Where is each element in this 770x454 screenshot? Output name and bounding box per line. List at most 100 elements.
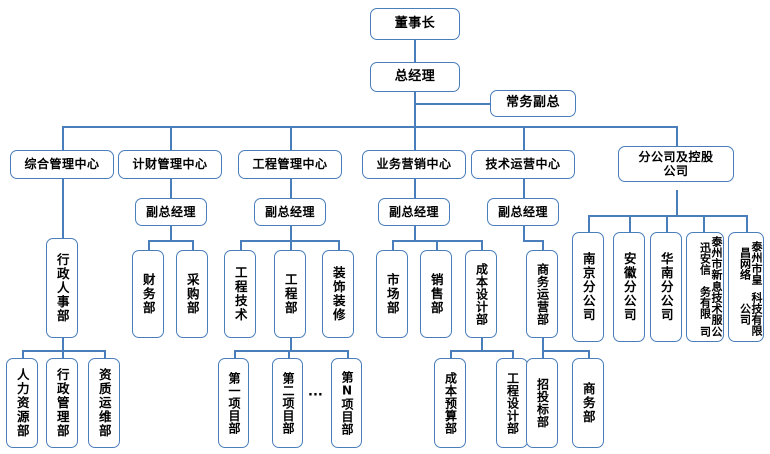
connector-deputy3-market <box>392 240 394 250</box>
center-business-marketing[interactable]: 业务营销中心 <box>362 150 466 179</box>
connector-main-bus <box>62 126 676 128</box>
connector-center1-adminhr <box>62 178 64 238</box>
node-general-manager[interactable]: 总经理 <box>370 62 460 92</box>
dept-cost-design[interactable]: 成本设计部 <box>465 250 497 338</box>
center-branches-holding[interactable]: 分公司及控股 公司 <box>618 146 734 182</box>
connector-branch-xinxunan <box>703 215 705 232</box>
connector-center5-deputy <box>523 178 525 198</box>
branch-xinxunan-col1: 泰州市新迅安信 <box>698 236 723 281</box>
connector-deputy3-drop <box>414 226 416 240</box>
branch-nanjing[interactable]: 南京分公司 <box>572 232 604 342</box>
deputy-manager-marketing[interactable]: 副总经理 <box>378 198 450 226</box>
connector-bizops-business <box>588 350 590 358</box>
branch-xinxunan-info-tech[interactable]: 泰州市新迅安信 息技术服务有限 公司 <box>686 232 724 342</box>
dept-engineering[interactable]: 工程部 <box>274 250 306 338</box>
connector-center2-deputy <box>170 178 172 198</box>
branch-huangchang-col2: 科技有限公司 <box>738 292 763 337</box>
connector-branch-huanan <box>666 215 668 232</box>
deputy-manager-finance[interactable]: 副总经理 <box>135 198 207 226</box>
connector-deputy2-eng <box>290 240 292 250</box>
connector-gm-bus <box>414 91 416 127</box>
connector-costdesign-budget <box>450 350 452 358</box>
branch-huanan[interactable]: 华南分公司 <box>650 232 682 342</box>
connector-deputy3-sales <box>436 240 438 250</box>
dept-admin-hr[interactable]: 行政人事部 <box>46 238 78 338</box>
connector-deputy1-bar <box>148 240 192 242</box>
connector-center3-deputy <box>290 178 292 198</box>
center-finance-management[interactable]: 计财管理中心 <box>118 150 222 179</box>
connector-branch-nanjing <box>588 215 590 232</box>
dept-qualification-maintenance[interactable]: 资质运维部 <box>88 358 120 448</box>
connector-deputy4-drop <box>523 226 525 240</box>
connector-center4-deputy <box>414 178 416 198</box>
connector-bizops-bidding <box>542 350 544 358</box>
connector-adminhr-drop <box>62 338 64 350</box>
dept-business-operations[interactable]: 商务运营部 <box>526 250 558 338</box>
dept-human-resources[interactable]: 人力资源部 <box>6 358 38 448</box>
connector-branch-huangchang <box>746 215 748 232</box>
connector-deputy3-costdesign <box>481 240 483 250</box>
dept-finance[interactable]: 财务部 <box>132 250 164 338</box>
branch-xinxunan-col3: 公司 <box>698 326 723 338</box>
dept-engineering-technology[interactable]: 工程技术 <box>224 250 256 338</box>
dept-market[interactable]: 市场部 <box>376 250 408 338</box>
connector-bizops-bar <box>542 350 588 352</box>
dept-sales[interactable]: 销售部 <box>420 250 452 338</box>
connector-bus-center-5 <box>523 126 525 150</box>
connector-costdesign-drop <box>481 338 483 350</box>
branch-huangchang-col1: 泰州市皇昌网络 <box>738 241 763 286</box>
dept-bidding[interactable]: 招投标部 <box>526 358 558 448</box>
dept-cost-budget[interactable]: 成本预算部 <box>434 358 466 448</box>
connector-branch-anhui <box>629 215 631 232</box>
dept-decoration[interactable]: 装饰装修 <box>322 250 354 338</box>
center-engineering-management[interactable]: 工程管理中心 <box>238 150 342 179</box>
connector-deputy1-finance <box>148 240 150 250</box>
branch-huangchang-network-tech[interactable]: 泰州市皇昌网络 科技有限公司 <box>728 232 764 342</box>
connector-deputy2-engtech <box>240 240 242 250</box>
center-technology-operations[interactable]: 技术运营中心 <box>471 150 575 179</box>
connector-costdesign-engdesign <box>512 350 514 358</box>
connector-adminhr-admin <box>62 350 64 358</box>
dept-administration[interactable]: 行政管理部 <box>46 358 78 448</box>
dept-project-n[interactable]: 第N项目部 <box>331 358 362 448</box>
center-comprehensive-management[interactable]: 综合管理中心 <box>10 150 114 179</box>
connector-gm-execdeputy <box>414 103 490 105</box>
connector-eng-pn <box>347 350 349 358</box>
connector-bus-center-1 <box>62 126 64 150</box>
connector-eng-p1 <box>234 350 236 358</box>
connector-deputy4-bar <box>523 240 542 242</box>
connector-costdesign-bar <box>450 350 512 352</box>
center-branches-line2: 公司 <box>663 164 689 178</box>
dept-project-2[interactable]: 第二项目部 <box>272 358 303 448</box>
project-ellipsis: ··· <box>308 388 323 403</box>
branch-xinxunan-col2: 息技术服务有限 <box>698 280 723 325</box>
connector-eng-bar <box>234 350 347 352</box>
connector-bizops-drop <box>542 338 544 350</box>
connector-deputy2-drop <box>290 226 292 240</box>
dept-engineering-design[interactable]: 工程设计部 <box>496 358 528 448</box>
dept-project-1[interactable]: 第一项目部 <box>218 358 249 448</box>
branch-anhui[interactable]: 安徽分公司 <box>613 232 645 342</box>
connector-chairman-gm <box>414 40 416 62</box>
connector-deputy2-bar <box>240 240 338 242</box>
connector-bus-center-2 <box>170 126 172 150</box>
node-chairman[interactable]: 董事长 <box>370 8 460 40</box>
deputy-manager-engineering[interactable]: 副总经理 <box>254 198 326 226</box>
center-branches-line1: 分公司及控股 <box>638 149 714 164</box>
connector-bus-center-4 <box>414 126 416 150</box>
connector-deputy2-decor <box>338 240 340 250</box>
connector-eng-p2 <box>288 350 290 358</box>
connector-branches-drop <box>676 190 678 215</box>
node-executive-deputy[interactable]: 常务副总 <box>490 90 576 117</box>
connector-deputy1-procure <box>192 240 194 250</box>
connector-bus-center-3 <box>290 126 292 150</box>
connector-adminhr-hr <box>22 350 24 358</box>
dept-procurement[interactable]: 采购部 <box>176 250 208 338</box>
connector-bus-center-6 <box>676 126 678 150</box>
deputy-manager-technology[interactable]: 副总经理 <box>487 198 559 226</box>
connector-adminhr-qual <box>104 350 106 358</box>
connector-deputy1-drop <box>170 226 172 240</box>
connector-deputy4-bizops <box>542 240 544 250</box>
dept-business[interactable]: 商务部 <box>572 358 604 448</box>
